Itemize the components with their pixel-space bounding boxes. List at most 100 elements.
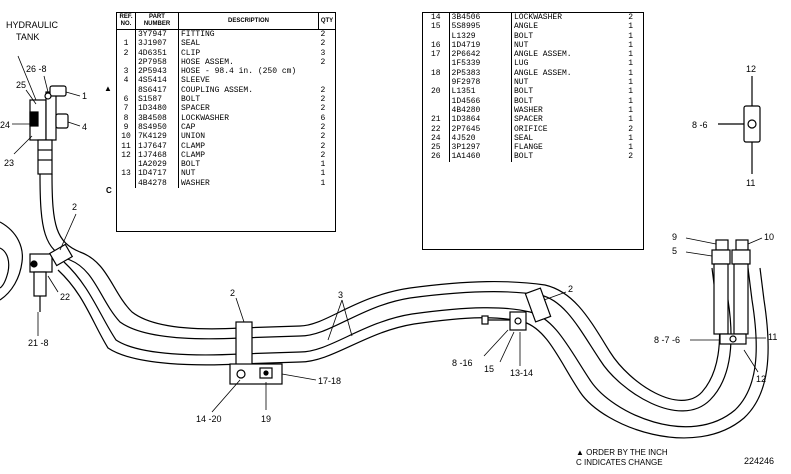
col-qty: QTY (318, 13, 335, 30)
part-number-cell: 4J520 (449, 133, 512, 144)
callout-21-8: 21 -8 (28, 338, 49, 348)
callout-12-right: 12 (756, 374, 766, 384)
description-cell: SLEEVE (181, 76, 210, 86)
ref-no-cell: 25 (423, 143, 450, 153)
description-cell: UNION (181, 132, 206, 142)
tank-elbow-fitting (29, 253, 53, 312)
description-cell: NUT (513, 40, 529, 50)
ref-no-cell: 15 (423, 22, 450, 32)
qty-cell: 1 (628, 105, 633, 115)
description-cell: ANGLE (513, 22, 538, 32)
callout-26-8: 26 -8 (26, 64, 47, 74)
ref-no-cell (117, 160, 136, 170)
part-number-cell: 3B4506 (449, 13, 512, 23)
callout-2-right: 2 (568, 284, 573, 294)
part-number-cell: 8S6417 (135, 85, 179, 96)
description-cell: HOSE ASSEM. (181, 57, 234, 67)
ref-no-cell: 13 (117, 169, 136, 179)
part-number-cell: 3P1297 (449, 143, 512, 153)
part-number-cell: 2P7958 (135, 57, 179, 68)
callout-2-center: 2 (230, 288, 235, 298)
parts-table-left: REF. NO. PART NUMBER DESCRIPTION QTY 3Y7… (116, 12, 336, 232)
note-indicates-change: C INDICATES CHANGE (576, 458, 663, 467)
description-cell: FITTING (181, 30, 215, 39)
callout-13-14: 13-14 (510, 368, 533, 378)
callout-tank-label-line2: TANK (16, 32, 39, 42)
callout-11-detail: 11 (746, 178, 755, 188)
description-cell: COUPLING ASSEM. (181, 85, 254, 95)
qty-cell: 1 (628, 40, 633, 50)
callout-23: 23 (4, 158, 14, 168)
clip-near-tank (48, 243, 74, 267)
description-cell: ANGLE ASSEM. (513, 68, 572, 78)
ref-no-cell: 18 (423, 68, 450, 79)
callout-22: 22 (60, 292, 70, 302)
callout-5: 5 (672, 246, 677, 256)
hose-assembly-pair (39, 173, 769, 439)
description-cell: ANGLE ASSEM. (513, 50, 572, 60)
part-number-cell: 5S8995 (449, 22, 512, 32)
part-number-cell: 1A2029 (135, 160, 179, 170)
qty-cell: 6 (320, 113, 326, 123)
description-cell: HOSE - 98.4 in. (250 cm) (181, 67, 297, 77)
ref-no-cell: 4 (117, 76, 136, 86)
qty-cell: 1 (628, 133, 633, 143)
part-number-cell: 3J1907 (135, 39, 179, 49)
part-number-cell: 2P7645 (449, 124, 512, 134)
part-number-cell: 1D3480 (135, 104, 179, 114)
parts-table-header: REF. NO. PART NUMBER DESCRIPTION QTY (117, 13, 335, 30)
callout-24: 24 (0, 120, 10, 130)
ref-no-cell: 24 (423, 133, 450, 144)
change-marker: C (106, 186, 112, 195)
description-cell: BOLT (181, 160, 201, 170)
description-cell: CLAMP (181, 150, 206, 160)
qty-cell: 1 (320, 178, 326, 188)
ref-no-cell (117, 85, 136, 96)
part-number-cell: L1329 (449, 31, 512, 41)
ref-no-cell: 9 (117, 122, 136, 133)
description-cell: SPACER (513, 115, 543, 125)
qty-cell (319, 76, 336, 85)
qty-cell: 2 (320, 95, 326, 105)
description-cell: CAP (181, 122, 196, 132)
qty-cell: 2 (628, 13, 633, 22)
qty-cell: 1 (628, 22, 633, 32)
qty-cell: 1 (628, 50, 633, 60)
ref-no-cell (423, 31, 450, 41)
qty-cell: 2 (320, 104, 326, 114)
ref-no-cell: 21 (423, 115, 450, 125)
angle-bracket-bolt (481, 311, 527, 331)
order-by-inch-marker: ▲ (104, 84, 112, 93)
part-number-cell: S1587 (135, 95, 179, 105)
qty-cell: 2 (628, 124, 633, 134)
description-cell: BOLT (513, 152, 534, 162)
callout-labels: HYDRAULIC TANK 1 26 -8 25 24 4 23 2 22 2… (0, 20, 777, 424)
callout-12-detail: 12 (746, 64, 756, 74)
callout-15: 15 (484, 364, 494, 374)
description-cell: BOLT (513, 87, 534, 97)
part-number-cell: 1D4717 (135, 169, 179, 179)
description-cell: WASHER (181, 178, 210, 188)
description-cell: LOCKWASHER (513, 13, 562, 22)
qty-cell: 2 (320, 122, 326, 132)
right-couplings (711, 239, 751, 345)
